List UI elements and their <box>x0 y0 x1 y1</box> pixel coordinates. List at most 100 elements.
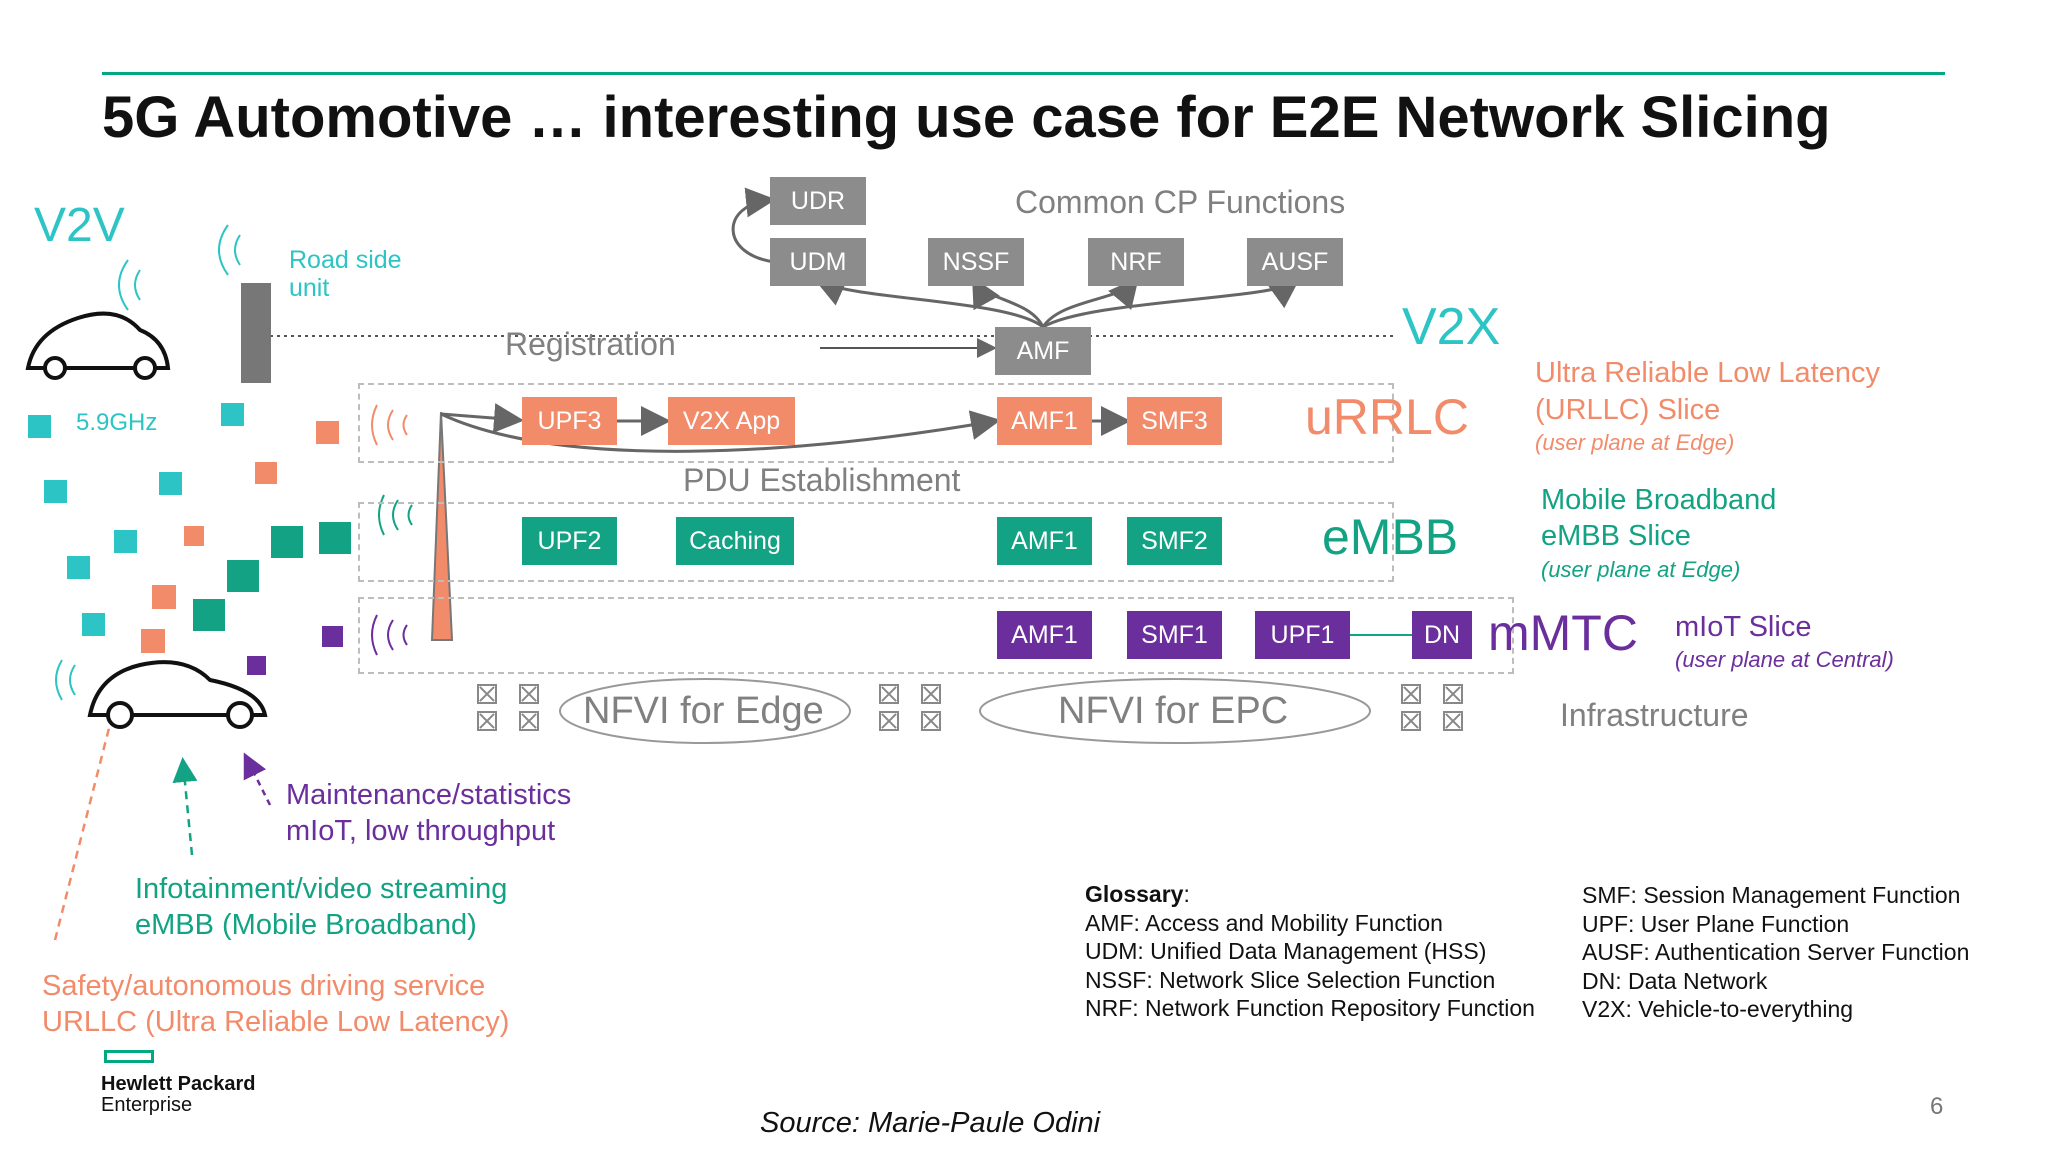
embb-caching-box: Caching <box>676 517 794 565</box>
safety-line1: Safety/autonomous driving service <box>42 970 486 1002</box>
server-icon <box>477 711 497 731</box>
signal-square <box>114 530 137 553</box>
signal-square <box>141 629 165 653</box>
source-text: Source: Marie-Paule Odini <box>760 1107 1101 1139</box>
server-icon <box>879 684 899 704</box>
car-top-icon <box>25 311 171 380</box>
signal-square <box>247 656 266 675</box>
ausf-box: AUSF <box>1247 238 1343 286</box>
udm-box: UDM <box>770 238 866 286</box>
glossary-item: UDM: Unified Data Management (HSS) <box>1085 938 1487 964</box>
glossary-right: SMF: Session Management Function UPF: Us… <box>1582 881 1969 1024</box>
mmtc-slice-box <box>358 597 1514 674</box>
signal-square <box>271 526 303 558</box>
signal-square <box>227 560 259 592</box>
embb-slice-name: eMBB <box>1322 509 1459 565</box>
nfvi-edge-label: NFVI for Edge <box>583 690 824 732</box>
server-icon <box>921 684 941 704</box>
glossary-item: AMF: Access and Mobility Function <box>1085 909 1443 936</box>
hpe-logo-icon <box>104 1050 154 1063</box>
mmtc-upf1-box: UPF1 <box>1255 611 1350 659</box>
logo-line1: Hewlett Packard <box>101 1073 256 1095</box>
embb-upf2-box: UPF2 <box>522 517 617 565</box>
server-icon <box>921 711 941 731</box>
infotainment-line1: Infotainment/video streaming <box>135 873 508 905</box>
embb-smf2-box: SMF2 <box>1127 517 1222 565</box>
urllc-note: (user plane at Edge) <box>1535 430 1735 455</box>
embb-note: (user plane at Edge) <box>1541 557 1741 582</box>
amf-box: AMF <box>995 327 1091 375</box>
maintenance-line1: Maintenance/statistics <box>286 779 572 811</box>
mmtc-dn-box: DN <box>1412 611 1472 659</box>
glossary-item: DN: Data Network <box>1582 967 1768 994</box>
glossary-item: SMF: Session Management Function <box>1582 882 1961 908</box>
signal-square <box>159 472 182 495</box>
glossary-item: NSSF: Network Slice Selection Function <box>1085 966 1496 993</box>
server-icon <box>477 684 497 704</box>
common-cp-label: Common CP Functions <box>1015 184 1346 220</box>
infrastructure-label: Infrastructure <box>1560 697 1749 733</box>
urllc-desc-line1: Ultra Reliable Low Latency <box>1535 357 1880 389</box>
title-rule <box>102 72 1945 75</box>
server-icon <box>1401 684 1421 704</box>
road-side-unit-icon <box>241 283 271 383</box>
glossary-heading: Glossary <box>1085 881 1184 907</box>
embb-amf1-box: AMF1 <box>997 517 1092 565</box>
v2x-label: V2X <box>1402 298 1501 356</box>
urllc-upf3-box: UPF3 <box>522 397 617 445</box>
signal-square <box>193 599 225 631</box>
server-icon <box>519 711 539 731</box>
signal-square <box>319 522 351 554</box>
logo-line2: Enterprise <box>101 1094 193 1116</box>
safety-line2: URLLC (Ultra Reliable Low Latency) <box>42 1006 510 1038</box>
signal-square <box>152 585 176 609</box>
nfvi-epc-label: NFVI for EPC <box>1058 690 1289 732</box>
server-icon <box>879 711 899 731</box>
car-bottom-icon <box>87 660 268 729</box>
v2v-label: V2V <box>34 199 125 252</box>
signal-square <box>82 613 105 636</box>
page-title: 5G Automotive … interesting use case for… <box>102 85 1831 150</box>
server-icon <box>1443 684 1463 704</box>
road-side-unit-label: Road side unit <box>289 246 402 302</box>
signal-square <box>316 421 339 444</box>
glossary-item: V2X: Vehicle-to-everything <box>1582 996 1854 1022</box>
signal-square <box>184 526 204 546</box>
signal-square <box>255 462 277 484</box>
urllc-slice-name: uRRLC <box>1305 389 1469 445</box>
signal-square <box>322 626 343 647</box>
mmtc-desc-line1: mIoT Slice <box>1675 611 1812 643</box>
signal-square <box>221 403 244 426</box>
maintenance-line2: mIoT, low throughput <box>286 815 556 847</box>
pdu-establishment-label: PDU Establishment <box>683 462 961 498</box>
urllc-amf1-box: AMF1 <box>997 397 1092 445</box>
urllc-v2x-app-box: V2X App <box>668 397 795 445</box>
glossary-item: AUSF: Authentication Server Function <box>1582 939 1970 965</box>
server-icon <box>1401 711 1421 731</box>
glossary-heading-colon: : <box>1183 881 1190 907</box>
glossary-left: Glossary: AMF: Access and Mobility Funct… <box>1085 880 1535 1023</box>
nrf-box: NRF <box>1088 238 1184 286</box>
mmtc-slice-name: mMTC <box>1488 605 1638 661</box>
embb-desc-line2: eMBB Slice <box>1541 520 1691 552</box>
mmtc-amf1-box: AMF1 <box>997 611 1092 659</box>
server-icon <box>1443 711 1463 731</box>
frequency-label: 5.9GHz <box>76 409 158 436</box>
signal-square <box>28 415 51 438</box>
glossary-item: NRF: Network Function Repository Functio… <box>1085 995 1535 1021</box>
urllc-smf3-box: SMF3 <box>1127 397 1222 445</box>
signal-square <box>67 556 90 579</box>
glossary-item: UPF: User Plane Function <box>1582 910 1850 937</box>
mmtc-note: (user plane at Central) <box>1675 647 1894 672</box>
glossary-heading-line: Glossary: <box>1085 880 1535 909</box>
server-icon <box>519 684 539 704</box>
page-number: 6 <box>1930 1093 1944 1120</box>
embb-desc-line1: Mobile Broadband <box>1541 484 1777 516</box>
mmtc-smf1-box: SMF1 <box>1127 611 1222 659</box>
infotainment-line2: eMBB (Mobile Broadband) <box>135 909 477 941</box>
urllc-slice-box <box>358 383 1394 463</box>
urllc-desc-line2: (URLLC) Slice <box>1535 394 1721 426</box>
registration-label: Registration <box>505 326 676 362</box>
embb-slice-box <box>358 502 1394 582</box>
